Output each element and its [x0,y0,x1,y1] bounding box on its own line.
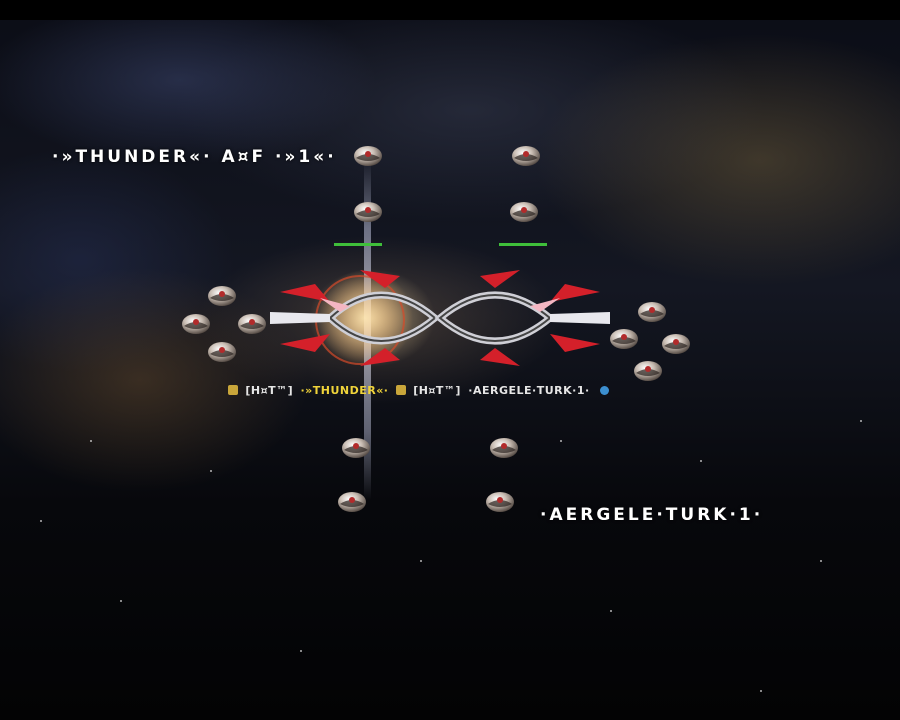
drone-icon[interactable] [352,198,384,224]
right-ship-health-bar [499,243,547,246]
rank-badge-icon [228,385,238,395]
drone-icon[interactable] [180,310,212,336]
enemy-player-name: ·»THUNDER«· A¤F ·»1«· [52,147,337,167]
left-ship-health-bar [334,243,382,246]
drone-icon[interactable] [206,338,238,364]
drone-icon[interactable] [508,198,540,224]
right-clan-tag: [H¤T™] [413,384,461,397]
drone-icon[interactable] [636,298,668,324]
rank-badge-icon [395,385,406,395]
drone-icon[interactable] [206,282,238,308]
drone-icon[interactable] [510,142,542,168]
right-player-ship[interactable] [434,270,610,366]
drone-icon[interactable] [340,434,372,460]
top-black-bar [0,0,900,20]
drone-icon[interactable] [336,488,368,514]
ships-in-combat[interactable] [260,262,620,372]
drone-icon[interactable] [632,357,664,383]
drone-icon[interactable] [484,488,516,514]
right-ship-pilot-label: ·AERGELE·TURK·1· [468,384,590,397]
left-clan-tag: [H¤T™] [245,384,294,397]
left-enemy-ship[interactable] [270,270,441,366]
own-player-name: ·AERGELE·TURK·1· [540,505,764,525]
globe-icon [600,386,610,395]
ship-labels-row: [H¤T™] ·»THUNDER«· [H¤T™] ·AERGELE·TURK·… [228,384,612,397]
left-ship-pilot-label: ·»THUNDER«· [300,384,389,397]
drone-icon[interactable] [352,142,384,168]
drone-icon[interactable] [660,330,692,356]
drone-icon[interactable] [488,434,520,460]
